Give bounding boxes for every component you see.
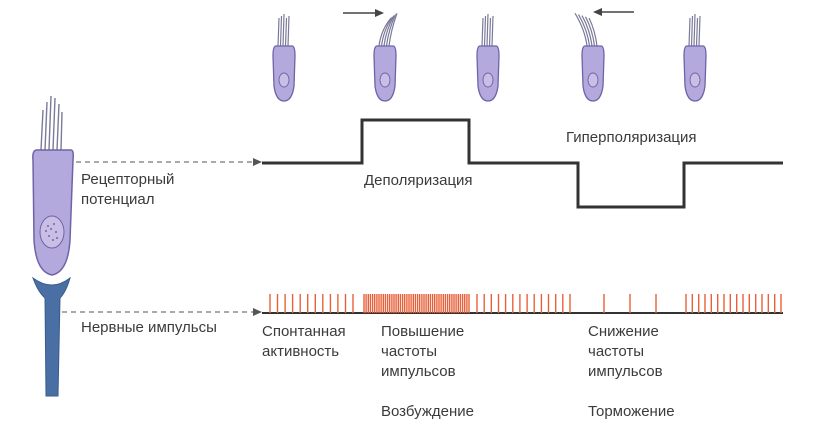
hair-cell-1 [272, 13, 296, 102]
hair-cell-nucleus-4 [587, 72, 599, 88]
decrease-label-line1: Снижение [588, 323, 659, 340]
hair-cell-nucleus-2 [379, 72, 391, 88]
decrease-label-line2: частоты [588, 343, 645, 360]
large-hair-cell-stereocilia [40, 95, 63, 151]
increase-label-line2: частоты [381, 343, 438, 360]
hair-cell-nucleus-5 [689, 72, 701, 88]
increase-label-line3: импульсов [381, 363, 456, 380]
hair-cell-3 [476, 13, 500, 102]
hair-cell-2 [373, 12, 398, 102]
receptor-potential-label: Рецепторный потенциал [81, 170, 174, 210]
increase-label-line1: Повышение [381, 323, 465, 340]
large-hair-cell-nucleus-dots [45, 223, 58, 241]
recovery-spikes [685, 294, 782, 313]
excitation-spikes [363, 294, 470, 313]
stereocilia-5 [688, 13, 701, 47]
dashed-leader-arrows [62, 161, 255, 313]
receptor-potential-label-line1: Рецепторный [81, 171, 175, 188]
increase-frequency-label: Повышение частоты импульсов [381, 322, 464, 382]
hair-cell-nucleus-1 [278, 72, 290, 88]
hair-cell-5 [683, 13, 707, 102]
large-hair-cell-body [32, 149, 74, 276]
hair-cell-4 [574, 12, 605, 102]
post-excitation-spikes [476, 294, 571, 313]
afferent-nerve-ending [31, 276, 71, 397]
stereocilia-2 [378, 12, 398, 47]
spontaneous-label-line2: активность [262, 343, 340, 360]
decrease-frequency-label: Снижение частоты импульсов [588, 322, 663, 382]
nerve-impulses-label: Нервные импульсы [81, 319, 217, 336]
spike-trains [269, 294, 782, 313]
decrease-label-line3: импульсов [588, 363, 663, 380]
spontaneous-spikes [269, 294, 354, 313]
receptor-potential-label-line2: потенциал [81, 191, 155, 208]
stereocilia-3 [481, 13, 494, 47]
depolarization-label: Деполяризация [364, 172, 473, 189]
excitation-label: Возбуждение [381, 403, 474, 420]
receptor-potential-trace [262, 118, 783, 209]
inhibition-label: Торможение [588, 403, 675, 420]
large-hair-cell [31, 95, 74, 397]
stereocilia-4 [574, 12, 598, 47]
dashed-arrowheads [253, 158, 262, 316]
spontaneous-activity-label: Спонтанная активность [262, 322, 346, 362]
hair-cell-nucleus-3 [482, 72, 494, 88]
deflection-arrow-right [343, 9, 384, 17]
hair-cell-row [272, 12, 707, 102]
stereocilia-1 [277, 13, 290, 47]
hyperpolarization-label: Гиперполяризация [566, 129, 697, 146]
large-hair-cell-nucleus [39, 215, 65, 249]
spontaneous-label-line1: Спонтанная [262, 323, 346, 340]
deflection-arrow-left [593, 8, 634, 16]
inhibition-spikes [603, 294, 657, 313]
